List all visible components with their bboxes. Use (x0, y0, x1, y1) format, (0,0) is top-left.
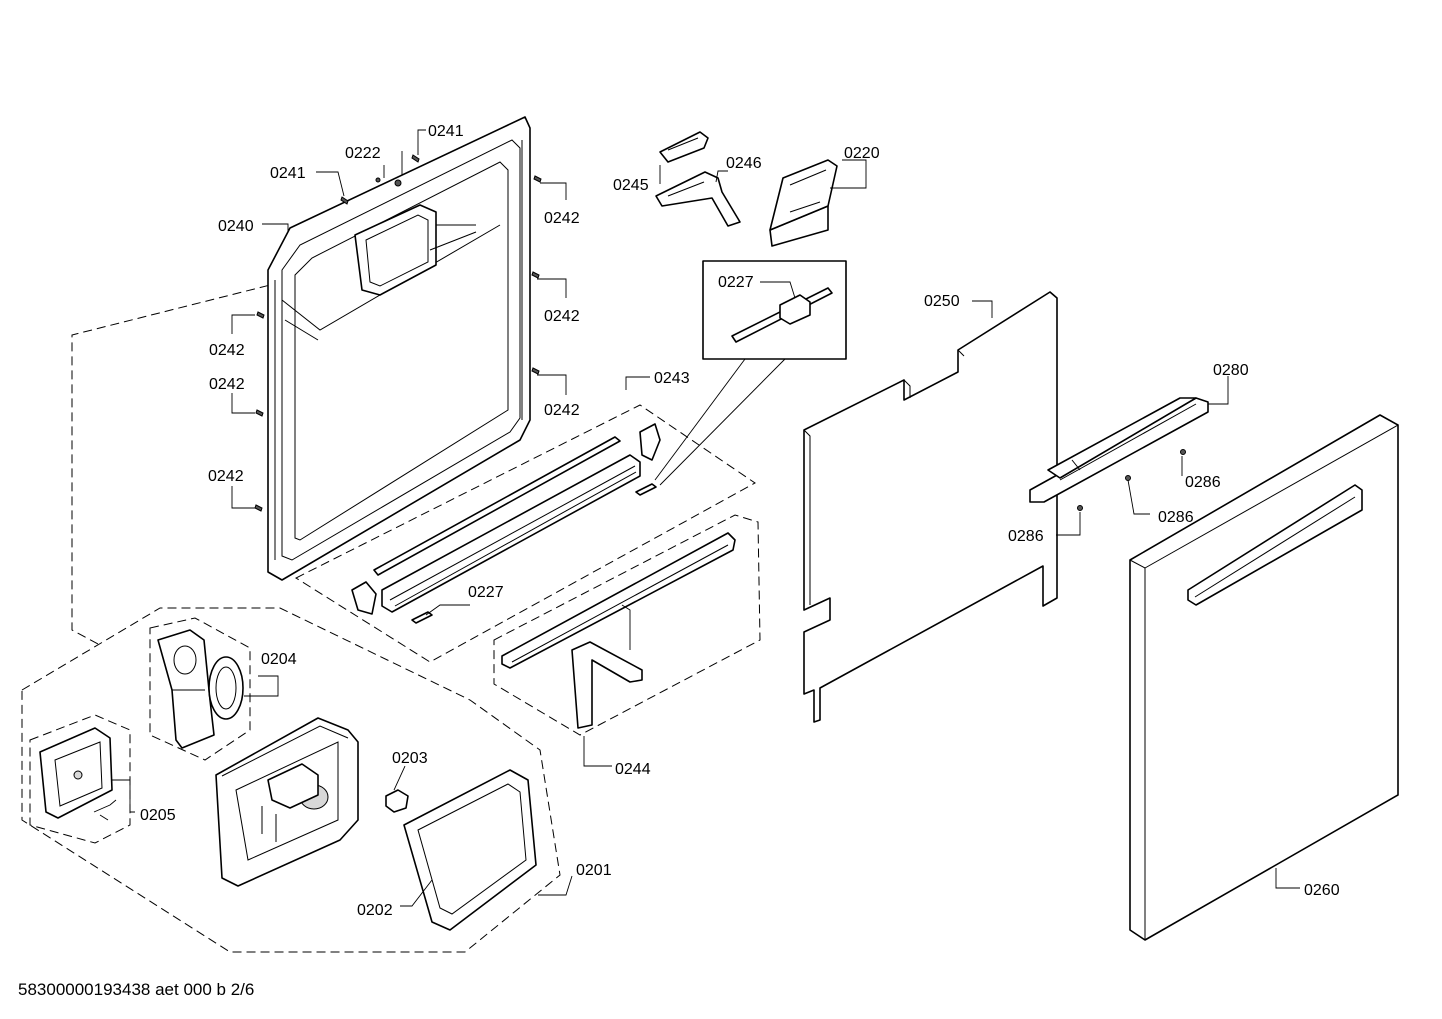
bracket-0244 (501, 532, 736, 729)
insulation-panel-0250 (803, 291, 1058, 723)
module-0205 (39, 727, 117, 821)
document-footer-id: 58300000193438 aet 000 b 2/6 (18, 980, 255, 999)
label-0242-l2: 0242 (209, 376, 245, 393)
frame-0202 (403, 769, 537, 931)
label-0286-a: 0286 (1185, 474, 1221, 491)
label-0246: 0246 (726, 155, 762, 172)
screws (254, 154, 542, 512)
label-0286-b: 0286 (1158, 509, 1194, 526)
part-labels: 0241 0222 0241 0240 0242 0242 0242 0242 … (140, 123, 1340, 919)
label-0286-c: 0286 (1008, 528, 1044, 545)
label-0227-inset: 0227 (718, 274, 754, 291)
label-0241-top: 0241 (428, 123, 464, 140)
clip-0203 (385, 789, 409, 813)
label-0242-r3: 0242 (544, 402, 580, 419)
rail-assembly-0243 (351, 423, 661, 624)
label-0250: 0250 (924, 293, 960, 310)
label-0241-left: 0241 (270, 165, 306, 182)
inset-0227 (654, 260, 847, 486)
assembly-outlines (21, 281, 761, 953)
label-0242-l3: 0242 (208, 468, 244, 485)
label-0245: 0245 (613, 177, 649, 194)
hinge-parts (655, 131, 838, 247)
label-0280: 0280 (1213, 362, 1249, 379)
label-0242-r2: 0242 (544, 308, 580, 325)
label-0220: 0220 (844, 145, 880, 162)
control-unit-0201 (215, 717, 359, 887)
label-0240: 0240 (218, 218, 254, 235)
label-0242-r1: 0242 (544, 210, 580, 227)
label-0204: 0204 (261, 651, 297, 668)
seal-0204 (157, 629, 244, 749)
label-0202: 0202 (357, 902, 393, 919)
label-0243: 0243 (654, 370, 690, 387)
label-0244: 0244 (615, 761, 651, 778)
inner-door-frame-0240 (267, 116, 531, 581)
label-0242-l1: 0242 (209, 342, 245, 359)
label-0260: 0260 (1304, 882, 1340, 899)
label-0201: 0201 (576, 862, 612, 879)
label-0222: 0222 (345, 145, 381, 162)
label-0205: 0205 (140, 807, 176, 824)
label-0203: 0203 (392, 750, 428, 767)
label-0227-rail: 0227 (468, 584, 504, 601)
handle-strip-0280 (1029, 397, 1209, 511)
outer-door-0260 (1129, 414, 1399, 941)
leader-lines (112, 129, 1300, 907)
